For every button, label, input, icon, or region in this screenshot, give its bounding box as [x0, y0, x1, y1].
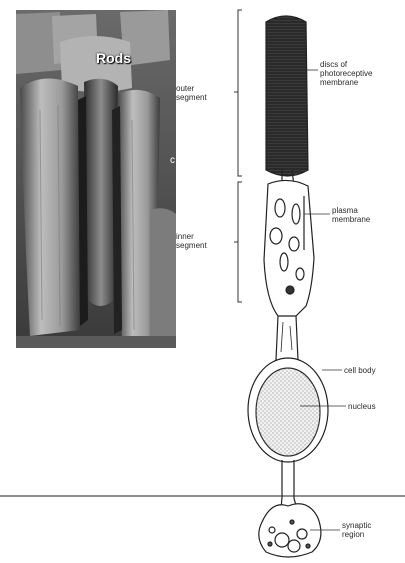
- photo-edge-tick: c: [170, 155, 175, 166]
- synaptic-region-label: synaptic region: [342, 521, 371, 539]
- segment-brackets: [234, 10, 242, 302]
- inner-segment: [264, 180, 314, 316]
- outer-segment-bracket: [234, 10, 242, 176]
- nucleus-label: nucleus: [348, 402, 376, 411]
- inner-segment-bracket: [234, 182, 242, 302]
- rod-cell-diagram: [248, 16, 328, 557]
- cell-body-label: cell body: [344, 366, 376, 375]
- outer-segment-label: outer segment: [176, 84, 207, 102]
- inner-segment-label: inner segment: [176, 232, 207, 250]
- plasma-membrane-label: plasma membrane: [332, 206, 370, 224]
- discs-label: discs of photoreceptive membrane: [320, 60, 372, 87]
- outer-segment: [266, 16, 308, 176]
- rods-photo-label: Rods: [96, 50, 131, 66]
- cell-body: [248, 358, 328, 462]
